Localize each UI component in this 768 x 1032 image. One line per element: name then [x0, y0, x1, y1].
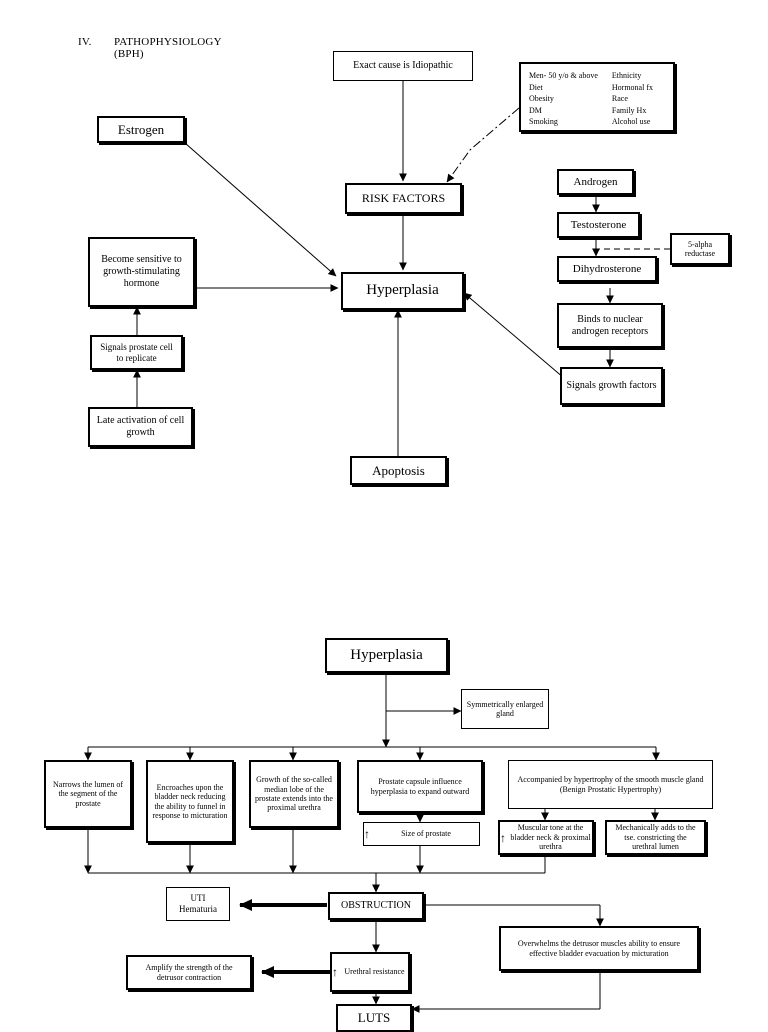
- section-title: PATHOPHYSIOLOGY (BPH): [114, 36, 222, 60]
- risk-item: Men- 50 y/o & above: [529, 71, 598, 80]
- node-binds-nuclear-receptors[interactable]: Binds to nuclear androgen receptors: [557, 303, 663, 348]
- node-risk-factors[interactable]: RISK FACTORS: [345, 183, 462, 214]
- risk-item: Alcohol use: [611, 117, 651, 127]
- node-signals-growth-factors[interactable]: Signals growth factors: [560, 367, 663, 405]
- risk-item: Race: [611, 94, 628, 104]
- node-urethral-resistance[interactable]: ↑ Urethral resistance: [330, 952, 410, 992]
- node-encroaches-bladder-neck[interactable]: Encroaches upon the bladder neck reducin…: [146, 760, 234, 843]
- node-obstruction[interactable]: OBSTRUCTION: [328, 892, 424, 920]
- node-estrogen[interactable]: Estrogen: [97, 116, 185, 143]
- node-muscular-tone[interactable]: ↑ Muscular tone at the bladder neck & pr…: [498, 820, 594, 855]
- risk-item: Hormonal fx: [611, 82, 653, 92]
- risk-item: Ethnicity: [611, 71, 642, 80]
- node-prostate-capsule[interactable]: Prostate capsule influence hyperplasia t…: [357, 760, 483, 813]
- risk-list-column-right: Ethnicity Hormonal fx Race Family Hx Alc…: [611, 70, 653, 126]
- node-luts[interactable]: LUTS: [336, 1004, 412, 1032]
- risk-item: Obesity: [529, 94, 554, 104]
- node-dihydrosterone[interactable]: Dihydrosterone: [557, 256, 657, 282]
- node-hyperplasia-bottom[interactable]: Hyperplasia: [325, 638, 448, 673]
- node-mechanically-adds[interactable]: Mechanically adds to the tse. constricti…: [605, 820, 706, 855]
- node-testosterone[interactable]: Testosterone: [557, 212, 640, 238]
- up-arrow-icon: ↑: [500, 830, 506, 845]
- risk-item: Family Hx: [611, 105, 647, 115]
- node-size-of-prostate[interactable]: ↑ Size of prostate: [363, 822, 480, 846]
- node-narrows-lumen[interactable]: Narrows the lumen of the segment of the …: [44, 760, 132, 828]
- node-median-lobe[interactable]: Growth of the so-called median lobe of t…: [249, 760, 339, 828]
- risk-item: DM: [529, 105, 542, 115]
- node-signals-prostate[interactable]: Signals prostate cell to replicate: [90, 335, 183, 370]
- up-arrow-icon: ↑: [364, 827, 370, 841]
- node-apoptosis[interactable]: Apoptosis: [350, 456, 447, 485]
- node-overwhelms-detrusor[interactable]: Overwhelms the detrusor muscles ability …: [499, 926, 699, 971]
- node-exact-cause[interactable]: Exact cause is Idiopathic: [333, 51, 473, 81]
- node-urethral-resistance-label: Urethral resistance: [344, 967, 405, 977]
- risk-item: Diet: [529, 82, 543, 92]
- node-muscular-tone-label: Muscular tone at the bladder neck & prox…: [510, 823, 591, 852]
- up-arrow-icon: ↑: [332, 965, 338, 979]
- risk-item: Smoking: [529, 117, 558, 127]
- node-5-alpha-reductase[interactable]: 5-alpha reductase: [670, 233, 730, 265]
- node-symmetrically-enlarged-gland[interactable]: Symmetrically enlarged gland: [461, 689, 549, 729]
- node-hyperplasia-top[interactable]: Hyperplasia: [341, 272, 464, 310]
- node-amplify-detrusor[interactable]: Amplify the strength of the detrusor con…: [126, 955, 252, 990]
- node-uti-hematuria[interactable]: UTI Hematuria: [166, 887, 230, 921]
- node-become-sensitive[interactable]: Become sensitive to growth-stimulating h…: [88, 237, 195, 307]
- risk-factor-list[interactable]: Men- 50 y/o & above Diet Obesity DM Smok…: [519, 62, 675, 132]
- section-numeral: IV.: [78, 36, 92, 48]
- node-androgen[interactable]: Androgen: [557, 169, 634, 195]
- node-late-activation[interactable]: Late activation of cell growth: [88, 407, 193, 447]
- risk-list-column-left: Men- 50 y/o & above Diet Obesity DM Smok…: [529, 70, 598, 126]
- node-size-of-prostate-label: Size of prostate: [401, 829, 451, 839]
- node-accompanied-hypertrophy[interactable]: Accompanied by hypertrophy of the smooth…: [508, 760, 713, 809]
